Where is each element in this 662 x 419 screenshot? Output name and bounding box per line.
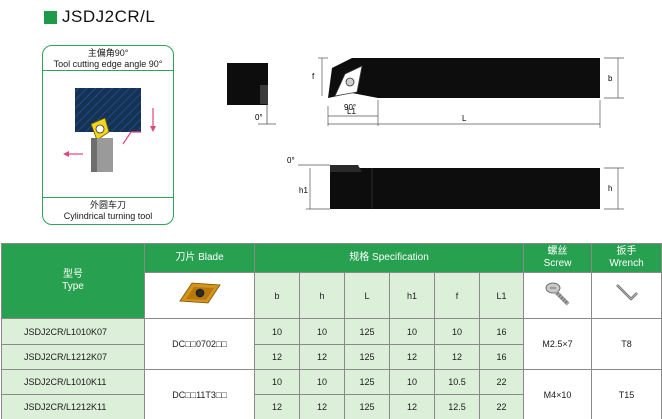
operation-header-en: Tool cutting edge angle 90° bbox=[53, 58, 163, 69]
feed-arrow-head bbox=[150, 126, 156, 132]
type-cell: JSDJ2CR/L1212K11 bbox=[1, 394, 145, 419]
value-cell: 12 bbox=[434, 344, 480, 370]
blade-image bbox=[178, 282, 221, 304]
col-header-f: f bbox=[434, 272, 480, 319]
screw-thread bbox=[554, 290, 569, 306]
value-cell: 10 bbox=[254, 369, 300, 395]
label-f: f bbox=[312, 72, 315, 81]
type-cell: JSDJ2CR/L1010K07 bbox=[1, 318, 145, 345]
top-view-shank bbox=[328, 58, 600, 98]
blade-cell: DC□□11T3□□ bbox=[144, 369, 255, 419]
screw-icon bbox=[545, 282, 569, 306]
value-cell: 12 bbox=[254, 394, 300, 419]
label-top-angle: 0° bbox=[287, 156, 295, 165]
value-cell: 10 bbox=[389, 369, 435, 395]
col-header-l: L bbox=[344, 272, 390, 319]
col-header-l1: L1 bbox=[478, 272, 525, 319]
wrench-cell: T8 bbox=[591, 318, 662, 370]
value-cell: 125 bbox=[344, 394, 390, 419]
screw-cell: M2.5×7 bbox=[523, 318, 593, 370]
type-cell: JSDJ2CR/L1010K11 bbox=[1, 369, 145, 395]
side-view-insert bbox=[330, 165, 362, 172]
screw-header-cn: 螺丝 bbox=[547, 246, 568, 257]
blade-cell: DC□□0702□□ bbox=[144, 318, 255, 370]
title-text: JSDJ2CR/L bbox=[62, 7, 156, 26]
wrench-body bbox=[615, 284, 638, 301]
wrench-header: 扳手 Wrench bbox=[591, 243, 662, 273]
value-cell: 22 bbox=[478, 394, 525, 419]
col-header-h: h bbox=[299, 272, 345, 319]
wrench-cell: T15 bbox=[591, 369, 662, 419]
label-l1: L1 bbox=[347, 107, 356, 116]
screw-cell: M4×10 bbox=[523, 369, 593, 419]
type-header-en: Type bbox=[62, 281, 84, 292]
label-b: b bbox=[608, 74, 613, 83]
value-cell: 125 bbox=[344, 318, 390, 345]
spec-header: 规格 Specification bbox=[253, 243, 525, 273]
value-cell: 10 bbox=[434, 318, 480, 345]
title-marker bbox=[44, 10, 57, 24]
wrench-image-cell bbox=[591, 272, 662, 319]
value-cell: 10 bbox=[299, 369, 345, 395]
operation-diagram: 主偏角90° Tool cutting edge angle 90° 外圆车刀 … bbox=[42, 45, 174, 225]
label-l: L bbox=[462, 114, 467, 123]
type-header-cn: 型号 bbox=[63, 269, 83, 280]
side-view-shank bbox=[330, 168, 600, 209]
wrench-icon bbox=[615, 284, 638, 301]
workpiece-hatch bbox=[75, 88, 141, 132]
label-h1: h1 bbox=[299, 186, 308, 195]
blade-image-cell bbox=[144, 272, 255, 319]
page-title: JSDJ2CR/L bbox=[44, 6, 155, 28]
holder-shadow bbox=[91, 138, 97, 172]
insert-hole bbox=[95, 124, 105, 134]
path-outline bbox=[122, 131, 141, 145]
label-h: h bbox=[608, 184, 612, 193]
value-cell: 16 bbox=[478, 318, 525, 345]
wrench-header-en: Wrench bbox=[609, 258, 644, 269]
value-cell: 22 bbox=[478, 369, 525, 395]
technical-drawing: 0° f b 90° L1 L 0° h1 h bbox=[227, 57, 624, 210]
col-header-h1: h1 bbox=[389, 272, 435, 319]
type-header: 型号 Type bbox=[1, 243, 145, 319]
operation-header: 主偏角90° Tool cutting edge angle 90° bbox=[43, 46, 173, 71]
value-cell: 12.5 bbox=[434, 394, 480, 419]
label-insert-angle: 90° bbox=[344, 103, 356, 112]
col-header-b: b bbox=[254, 272, 300, 319]
value-cell: 12 bbox=[299, 394, 345, 419]
value-cell: 12 bbox=[389, 394, 435, 419]
value-cell: 10 bbox=[389, 318, 435, 345]
value-cell: 125 bbox=[344, 344, 390, 370]
value-cell: 10 bbox=[299, 318, 345, 345]
operation-footer-cn: 外圆车刀 bbox=[89, 200, 126, 210]
operation-illustration bbox=[63, 88, 156, 172]
type-cell: JSDJ2CR/L1212K07 bbox=[1, 344, 145, 370]
wrench-header-cn: 扳手 bbox=[616, 246, 637, 257]
label-side-angle: 0° bbox=[255, 113, 263, 122]
value-cell: 12 bbox=[254, 344, 300, 370]
blade-hole bbox=[195, 288, 204, 298]
operation-footer-en: Cylindrical turning tool bbox=[63, 211, 153, 221]
value-cell: 125 bbox=[344, 369, 390, 395]
screw-header-en: Screw bbox=[543, 258, 572, 269]
value-cell: 10.5 bbox=[434, 369, 480, 395]
retract-arrow-head bbox=[63, 151, 69, 157]
screw-image-cell bbox=[523, 272, 593, 319]
wrench-highlight bbox=[616, 284, 637, 300]
operation-header-cn: 主偏角90° bbox=[87, 48, 129, 58]
blade-header: 刀片 Blade bbox=[144, 243, 255, 273]
end-view-insert bbox=[260, 85, 268, 104]
screw-header: 螺丝 Screw bbox=[523, 243, 593, 273]
value-cell: 12 bbox=[299, 344, 345, 370]
operation-footer: 外圆车刀 Cylindrical turning tool bbox=[43, 197, 173, 224]
value-cell: 12 bbox=[389, 344, 435, 370]
value-cell: 16 bbox=[478, 344, 525, 370]
value-cell: 10 bbox=[254, 318, 300, 345]
top-view-insert-screw bbox=[345, 77, 355, 87]
spec-table: 型号 Type 刀片 Blade 规格 Specification 螺丝 Scr… bbox=[1, 243, 662, 419]
